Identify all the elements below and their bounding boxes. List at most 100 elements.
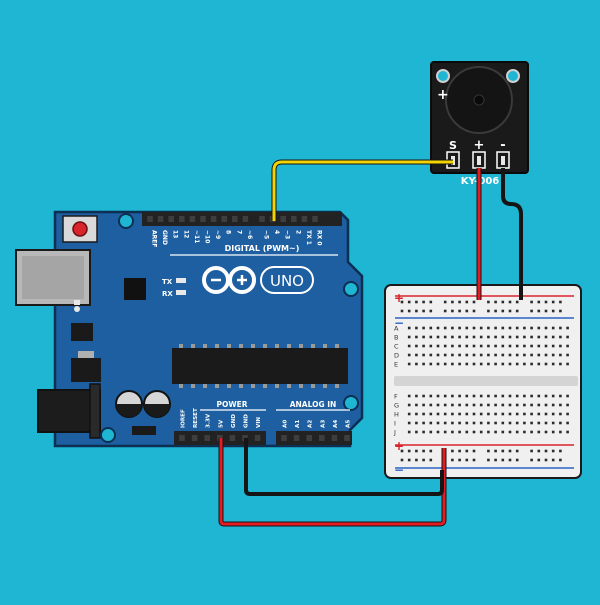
bottom-header-pin (204, 435, 210, 441)
breadboard-hole (472, 421, 476, 425)
breadboard-hole (451, 421, 454, 425)
reset-button-icon (72, 221, 88, 237)
atmega-pin (215, 384, 219, 388)
breadboard-hole (451, 300, 454, 304)
breadboard-hole (501, 335, 505, 339)
digital-pin-label: 4 (273, 230, 280, 234)
breadboard-hole (407, 309, 411, 313)
arduino-gnd-wire-black[interactable] (244, 438, 444, 496)
breadboard-hole (422, 458, 425, 462)
breadboard-hole (422, 394, 425, 398)
rx-led-label: RX (162, 290, 173, 298)
breadboard-hole (559, 449, 562, 453)
breadboard-hole (443, 412, 447, 416)
breadboard-hole (465, 394, 469, 398)
atmega-pin (275, 344, 279, 348)
breadboard-row-label: H (394, 411, 399, 419)
breadboard-hole (458, 394, 461, 398)
digital-pin-label: 2 (294, 230, 301, 234)
breadboard-hole (407, 353, 411, 357)
breadboard-hole (508, 403, 512, 407)
digital-pin-label: ~5 (263, 230, 270, 239)
rail-label-minus-bottom: − (394, 463, 404, 477)
breadboard-hole (472, 394, 476, 398)
breadboard-hole (451, 326, 454, 330)
power-pin-label: RESET (193, 408, 199, 428)
breadboard-hole (458, 430, 461, 434)
breadboard-hole (422, 326, 425, 330)
breadboard-hole (451, 353, 454, 357)
breadboard-hole (458, 362, 461, 366)
breadboard-hole (487, 394, 490, 398)
breadboard-hole (458, 300, 461, 304)
breadboard-hole (429, 394, 433, 398)
breadboard-hole (429, 335, 433, 339)
breadboard-hole (451, 362, 454, 366)
breadboard-hole (559, 430, 562, 434)
bottom-header-pin (179, 435, 185, 441)
atmega-pin (263, 384, 267, 388)
breadboard-hole (465, 421, 469, 425)
breadboard-hole (537, 412, 541, 416)
breadboard-hole (487, 353, 490, 357)
breadboard-hole (487, 300, 490, 304)
atmega-pin (299, 384, 303, 388)
breadboard-hole (494, 300, 497, 304)
breadboard-hole (551, 394, 555, 398)
digital-header-pin (280, 216, 286, 222)
signal-wire-yellow[interactable] (272, 160, 453, 221)
breadboard-hole (559, 394, 562, 398)
breadboard-hole (551, 412, 555, 416)
atmega-pin (263, 344, 267, 348)
breadboard-hole (407, 403, 411, 407)
breadboard-hole (537, 353, 541, 357)
breadboard-hole (422, 353, 425, 357)
breadboard-hole (515, 353, 519, 357)
breadboard-hole (472, 362, 476, 366)
breadboard-hole (451, 335, 454, 339)
ky006-buzzer-module: + S + - KY-006 (430, 61, 529, 187)
breadboard-hole (479, 326, 483, 330)
breadboard-hole (407, 449, 411, 453)
breadboard-hole (436, 335, 440, 339)
breadboard-row-label: A (394, 325, 399, 333)
breadboard-hole (530, 421, 533, 425)
breadboard-hole (566, 344, 569, 348)
breadboard-hole (472, 430, 476, 434)
breadboard-hole (523, 344, 526, 348)
breadboard-hole (501, 326, 505, 330)
breadboard-hole (415, 326, 418, 330)
power-pin-label: VIN (256, 417, 262, 428)
breadboard-row-label: G (394, 402, 399, 410)
atmega-pin (227, 384, 231, 388)
atmega-pin (299, 344, 303, 348)
breadboard-hole (523, 353, 526, 357)
digital-header-pin (147, 216, 153, 222)
buzzer-pin-label-minus: - (500, 138, 505, 153)
breadboard-hole (523, 403, 526, 407)
arduino-5v-wire-red[interactable] (219, 438, 446, 526)
atmega-pin (203, 384, 207, 388)
breadboard-hole (472, 309, 476, 313)
atmega-pin (275, 384, 279, 388)
breadboard-hole (537, 362, 541, 366)
breadboard-hole (530, 300, 533, 304)
breadboard-hole (537, 403, 541, 407)
breadboard-hole (465, 309, 469, 313)
breadboard-hole (508, 412, 512, 416)
bottom-header-pin (344, 435, 350, 441)
breadboard-hole (429, 362, 433, 366)
analog-pin-label: A0 (283, 420, 289, 428)
breadboard-hole (458, 421, 461, 425)
breadboard-hole (451, 344, 454, 348)
breadboard-hole (429, 403, 433, 407)
buzzer-ground-wire-black[interactable] (501, 168, 523, 300)
breadboard-hole (422, 449, 425, 453)
rail-label-plus-top: + (394, 291, 404, 305)
breadboard-hole (508, 309, 512, 313)
rx-led (176, 290, 186, 295)
breadboard-hole (415, 421, 418, 425)
breadboard-hole (429, 300, 433, 304)
